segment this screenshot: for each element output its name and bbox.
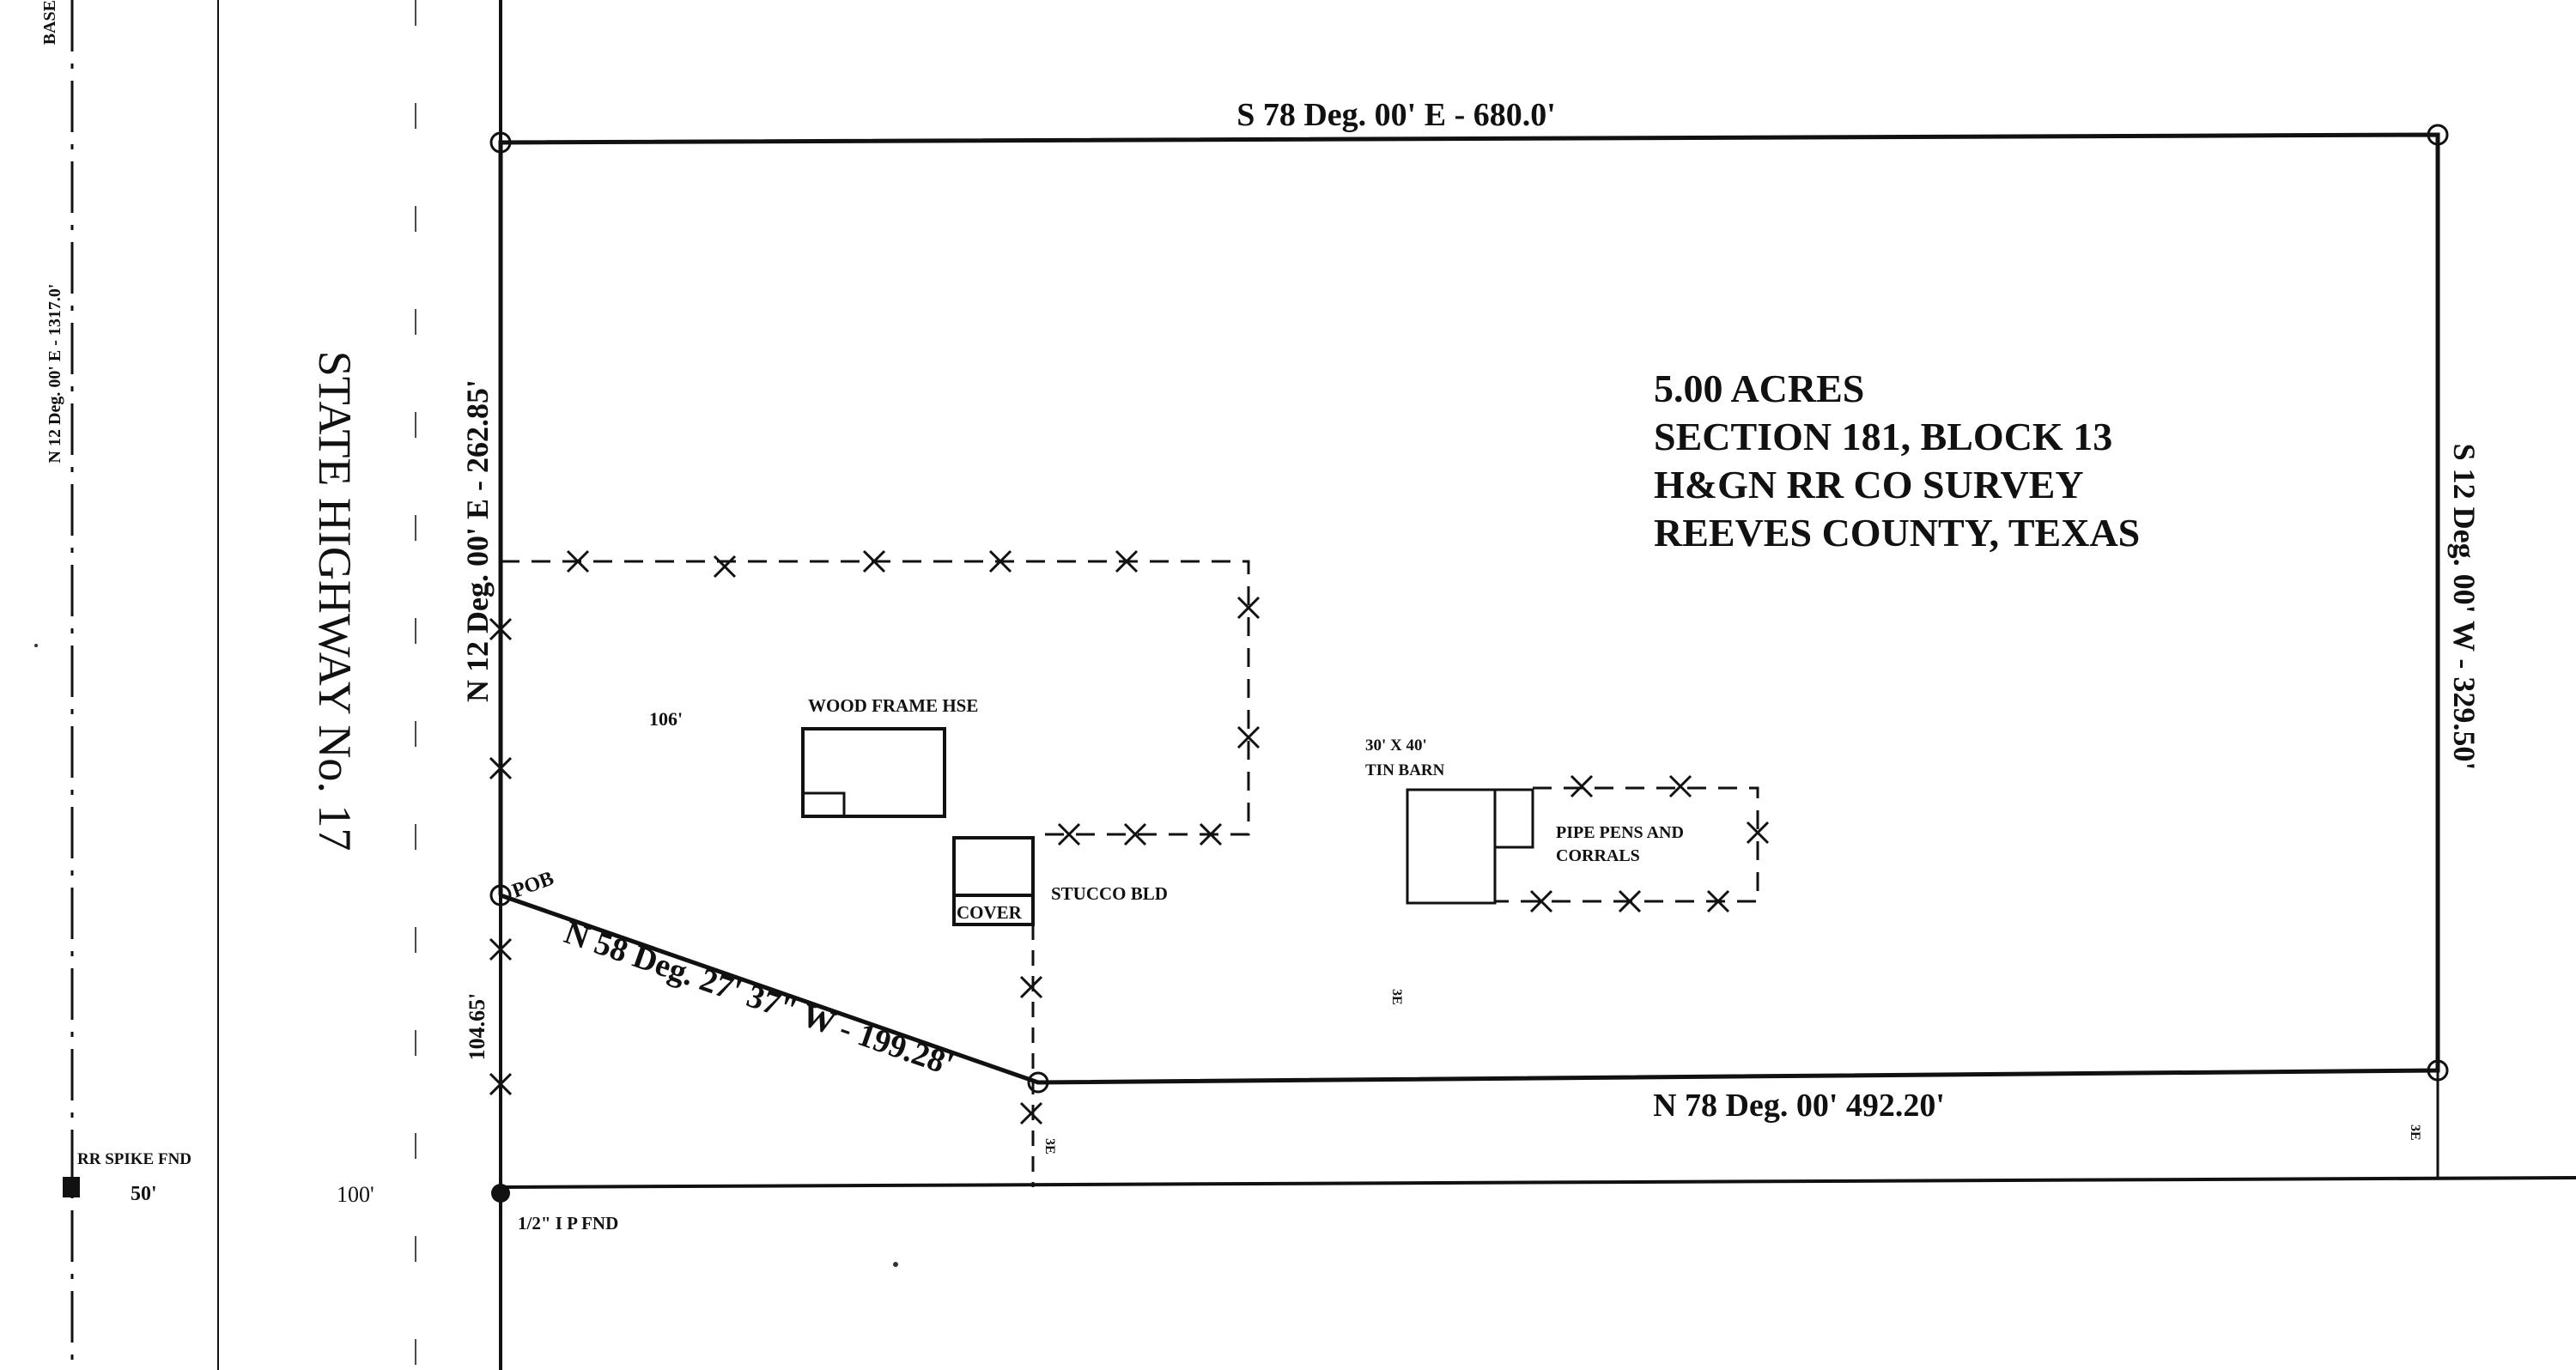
fence-x-mark [1618,889,1642,913]
corner-nw [489,131,512,154]
corner-markers [489,124,2449,1094]
fence-x-mark [489,617,513,641]
house-label: WOOD FRAME HSE [808,695,978,716]
pob-label: POB [509,867,556,902]
corner-ne [2427,124,2449,146]
tract-line-2: SECTION 181, BLOCK 13 [1654,415,2112,458]
fence-x-mark [1019,1101,1043,1125]
tract-line-3: H&GN RR CO SURVEY [1654,463,2084,506]
fence-x-marks [489,549,1770,1125]
tract-description: 5.00 ACRES SECTION 181, BLOCK 13 H&GN RR… [1654,367,2140,555]
pens-fence [1495,786,1759,903]
tract-line-1: 5.00 ACRES [1654,367,1864,410]
fence-distance: 106' [649,708,683,730]
fence-x-mark [1529,889,1553,913]
fence-x-mark [1019,975,1043,999]
base-label: BASE [40,0,59,45]
base-line-call: N 12 Deg. 00' E - 1317.0' [46,284,64,464]
corner-pob [489,884,512,906]
left-lower-distance: 104.65' [465,993,489,1061]
tract-line-4: REEVES COUNTY, TEXAS [1654,511,2140,555]
barn-size-label: 30' X 40' [1365,737,1427,755]
fence-x-mark [1236,596,1261,620]
barn-label: TIN BARN [1365,761,1445,779]
barn-shed [1493,788,1534,849]
stucco-label: STUCCO BLD [1051,883,1168,904]
pens-label-2: CORRALS [1556,846,1640,865]
fence-x-mark [1123,822,1147,846]
small-mark-1: 3E [1042,1138,1057,1155]
small-mark-2: 3E [2408,1124,2422,1141]
row-distance-50: 50' [131,1183,157,1205]
speck [893,1262,898,1267]
fence-x-mark [566,549,590,573]
corner-sw [1027,1071,1049,1094]
fence-x-mark [1236,725,1261,749]
fence-x-mark [1746,821,1770,845]
tin-barn [1406,788,1497,905]
speck [34,644,38,647]
row-distance-100: 100' [337,1182,374,1207]
pens-label-1: PIPE PENS AND [1556,823,1684,842]
fence-x-mark [1706,889,1730,913]
fence-x-mark [988,549,1012,573]
top-call: S 78 Deg. 00' E - 680.0' [1236,97,1556,133]
rr-spike-label: RR SPIKE FND [77,1150,191,1168]
fence-x-mark [1115,549,1139,573]
fence-x-mark [713,555,737,579]
fence-x-mark [862,549,886,573]
fence-x-mark [1057,822,1081,846]
small-mark-3: 3E [1389,989,1404,1005]
right-call: S 12 Deg. 00' W - 329.50' [2447,444,2482,771]
iron-pipe-label: 1/2" I P FND [518,1213,618,1234]
left-call: N 12 Deg. 00' E - 262.85' [460,379,495,702]
fence-x-mark [489,937,513,961]
house-porch [801,791,846,818]
diagonal-call: N 58 Deg. 27' 37" W - 199.28' [560,914,958,1082]
corner-se [2427,1059,2449,1082]
bottom-call: N 78 Deg. 00' 492.20' [1653,1088,1945,1124]
fence-x-mark [1199,822,1223,846]
highway-label: STATE HIGHWAY No. 17 [309,351,361,852]
iron-pipe-found [491,1184,510,1203]
fence-x-mark [1668,774,1692,798]
stucco-building [952,836,1035,897]
cover-label: COVER [957,902,1023,923]
tract-boundary [498,132,2440,1085]
fence-x-mark [489,1072,513,1096]
wood-frame-house [801,727,946,818]
fence-x-mark [1570,774,1594,798]
fence-x-mark [489,756,513,780]
cover [952,894,1035,926]
rr-spike-found [63,1177,80,1197]
south-row-line [500,1176,2576,1189]
